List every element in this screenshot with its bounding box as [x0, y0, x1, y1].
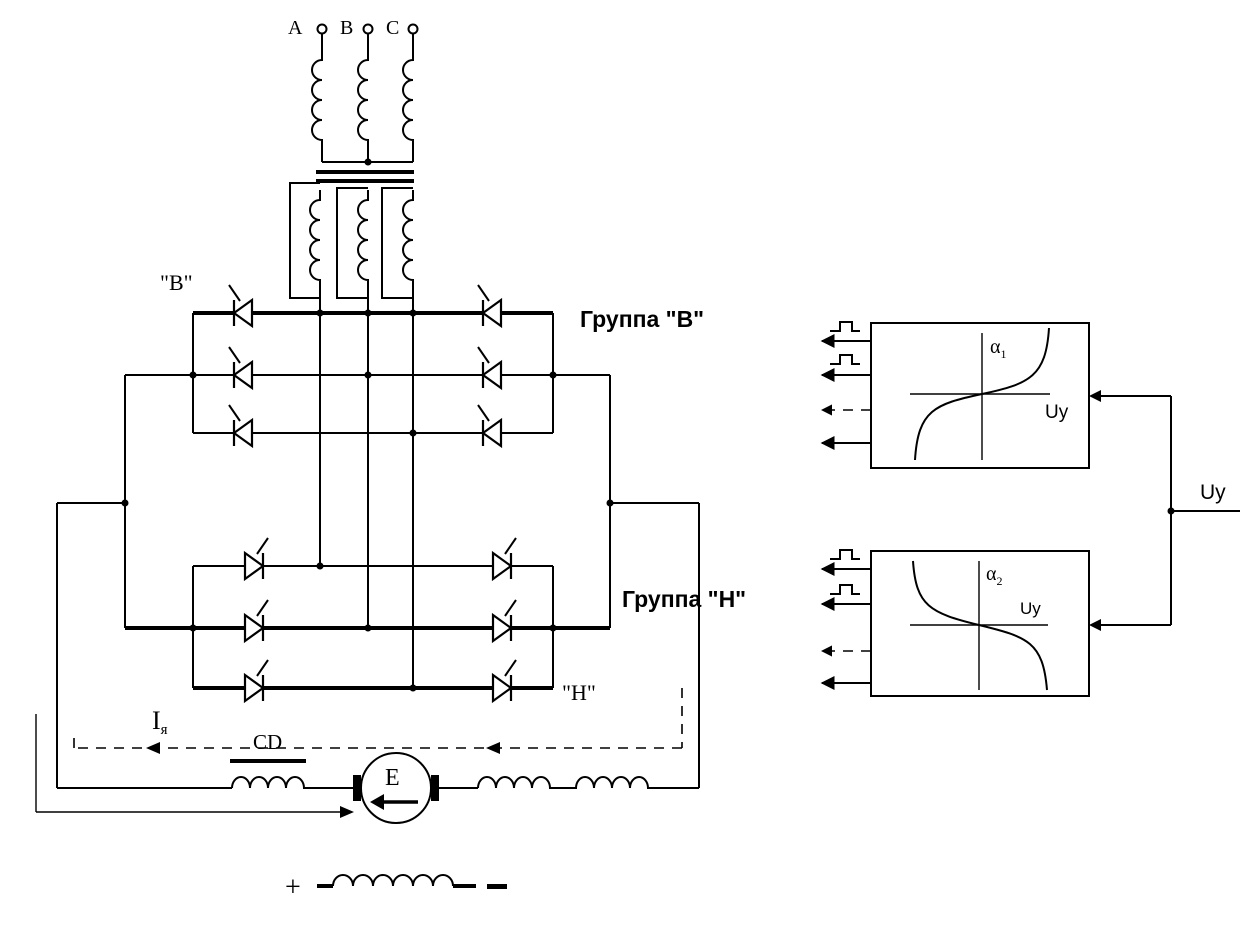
- motor-brush-left: [353, 775, 361, 801]
- motor-brush-right: [431, 775, 439, 801]
- terminal-c: [407, 23, 419, 35]
- thyristor-b-left-3: [228, 404, 254, 449]
- thyristor-h-left-1: [243, 537, 269, 582]
- phase-wires: [319, 298, 414, 688]
- armature-current-label: Iя: [152, 706, 168, 738]
- field-minus-label: -: [490, 895, 491, 897]
- network-terminals: A B C: [288, 17, 419, 39]
- valve-b-label: "В": [160, 270, 193, 295]
- terminal-a-label: A: [288, 17, 303, 39]
- thyristor-b-right-3: [477, 404, 503, 449]
- field-plus-label: +: [285, 872, 301, 903]
- transformer-secondary-windings: [289, 182, 414, 312]
- control-unit-2-axis-label: Uy: [1020, 599, 1041, 618]
- thyristor-b-left-2: [228, 346, 254, 391]
- thyristor-h-right-2: [491, 599, 517, 644]
- thyristor-h-right-1: [491, 537, 517, 582]
- armature-circuit: [56, 503, 700, 824]
- thyristor-h-left-2: [243, 599, 269, 644]
- terminal-c-label: C: [386, 17, 399, 39]
- terminal-b: [362, 23, 374, 35]
- terminal-a: [316, 23, 328, 35]
- alpha-2-label: α2: [986, 563, 1002, 588]
- field-winding: [317, 874, 476, 888]
- terminal-b-label: B: [340, 17, 353, 39]
- group-h-title: Группа "Н": [622, 586, 746, 612]
- armature-current-path: [73, 688, 683, 754]
- valve-h-label: "Н": [562, 680, 596, 705]
- choke-label: CD: [253, 730, 282, 754]
- dc-buses: [57, 375, 699, 628]
- motor-emf-label: E: [385, 765, 400, 791]
- control-unit-1: [820, 321, 1090, 469]
- field-minus-mark: [487, 884, 507, 889]
- thyristor-b-right-1: [477, 284, 503, 329]
- group-b-title: Группа "В": [580, 306, 704, 332]
- control-unit-1-axis-label: Uy: [1045, 402, 1069, 423]
- control-voltage-bus: [1089, 390, 1240, 631]
- thyristor-h-left-3: [243, 659, 269, 704]
- thyristor-b-left-1: [228, 284, 254, 329]
- alpha-1-label: α1: [990, 336, 1006, 361]
- group-h-thyristors: [243, 537, 517, 704]
- thyristor-b-right-2: [477, 346, 503, 391]
- thyristor-h-right-3: [491, 659, 517, 704]
- transformer-primary-windings: [311, 34, 414, 166]
- control-voltage-label: Uy: [1200, 481, 1226, 504]
- motor-feedback-line: [35, 714, 354, 818]
- group-b-thyristors: [228, 284, 503, 449]
- transformer-core: [316, 170, 414, 183]
- control-unit-2: [820, 549, 1090, 697]
